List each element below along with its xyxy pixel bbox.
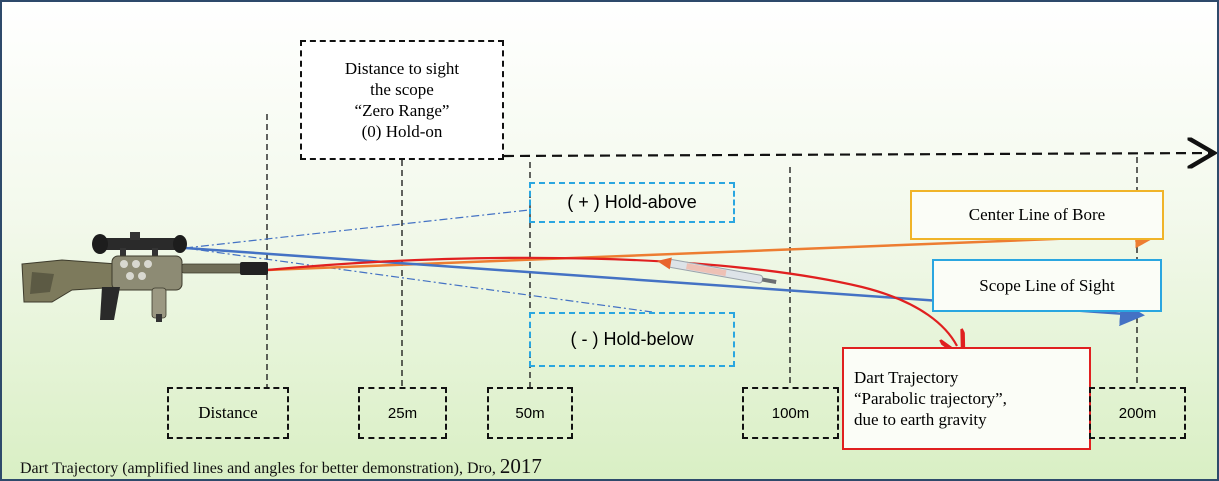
distance-label-box: Distance [167,387,289,439]
rifle-icon [21,232,268,322]
zero-range-line4: (0) Hold-on [361,122,443,141]
distance-50m: 50m [515,404,545,422]
distance-50m-box: 50m [487,387,573,439]
caption: Dart Trajectory (amplified lines and ang… [20,454,542,479]
distance-25m-box: 25m [358,387,447,439]
dart-trajectory-line3: due to earth gravity [854,410,987,429]
center-line-of-bore-label: Center Line of Bore [968,205,1106,224]
scope-line-of-sight-label: Scope Line of Sight [979,275,1115,295]
zero-range-arrow [503,153,1214,156]
dart-trajectory-line1: Dart Trajectory [854,368,959,387]
dart-icon [657,257,777,284]
zero-range-line1: Distance to sight [344,59,460,78]
hold-above-box: ( + ) Hold-above [529,182,735,223]
distance-200m-box: 200m [1089,387,1186,439]
hold-above-label: ( + ) Hold-above [567,192,697,212]
hold-above-line [184,209,530,249]
scope-line-of-sight-box: Scope Line of Sight [932,259,1162,312]
hold-below-line [184,247,653,313]
dart-trajectory-line2: “Parabolic trajectory”, [854,389,1007,408]
dart-trajectory-curve [266,256,957,346]
hold-below-label: ( - ) Hold-below [570,329,694,349]
zero-range-box: Distance to sight the scope “Zero Range”… [300,40,504,160]
caption-text: Dart Trajectory (amplified lines and ang… [20,460,500,477]
distance-25m: 25m [387,404,418,422]
center-line-of-bore-box: Center Line of Bore [910,190,1164,240]
dart-trajectory-box: Dart Trajectory “Parabolic trajectory”, … [842,347,1091,450]
hold-below-box: ( - ) Hold-below [529,312,735,367]
distance-100m: 100m [771,404,810,422]
distance-100m-box: 100m [742,387,839,439]
caption-year: 2017 [499,454,542,478]
distance-200m: 200m [1118,404,1157,422]
zero-range-line2: the scope [370,80,434,99]
zero-range-line3: “Zero Range” [354,101,450,120]
distance-label: Distance [198,403,258,422]
